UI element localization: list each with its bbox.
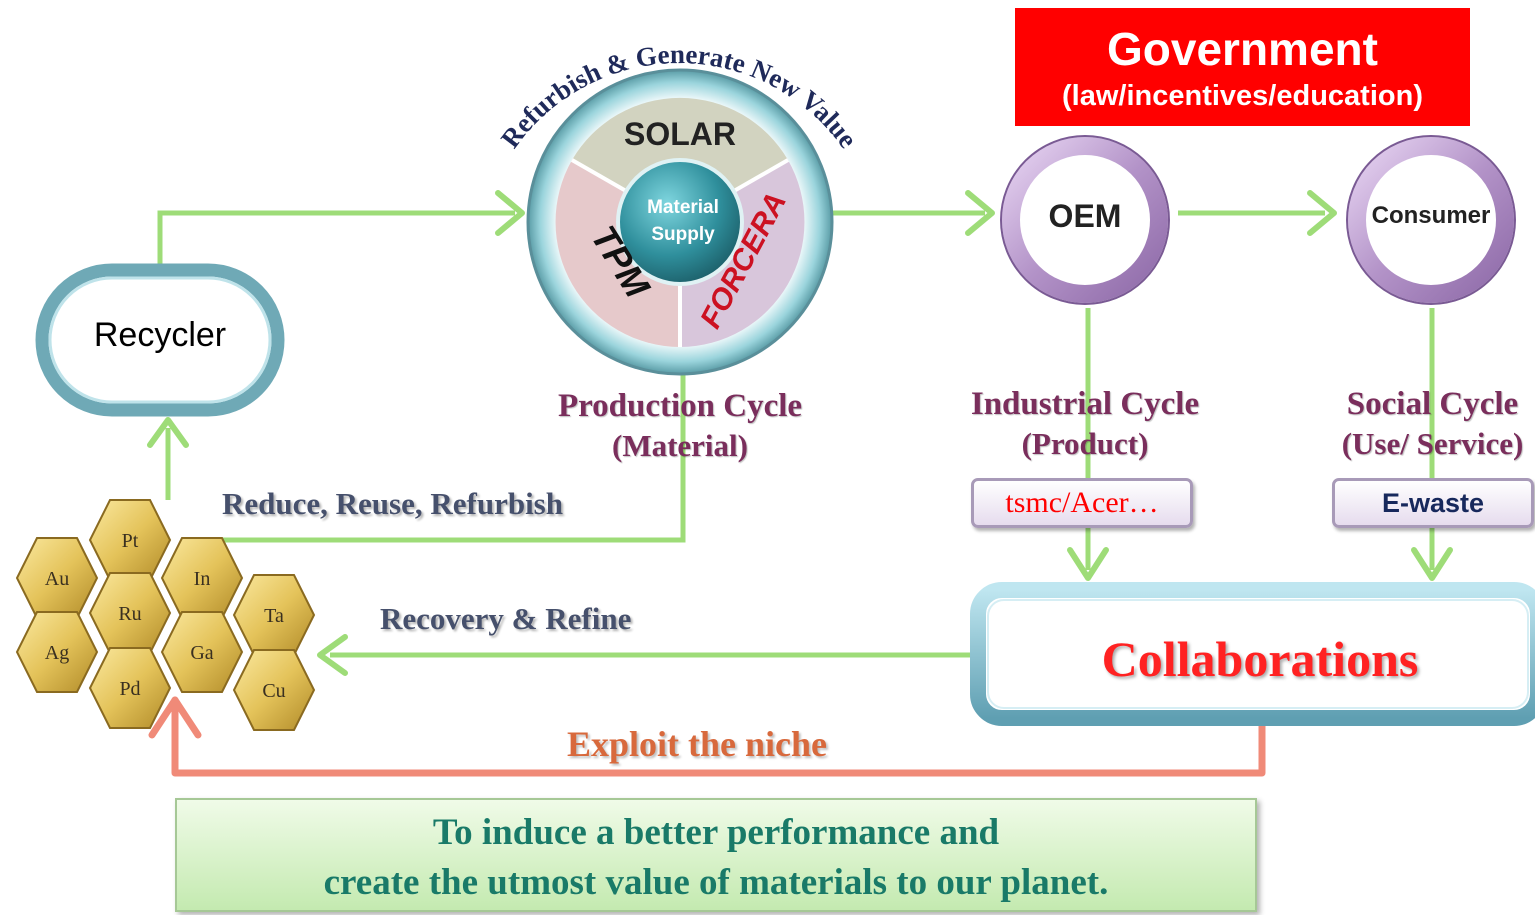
arrowhead-to-hex: [317, 634, 348, 676]
production-cycle-label: Production Cycle (Material): [500, 386, 860, 466]
footer-line1: To induce a better performance and: [432, 812, 1000, 853]
hex-ru: Ru: [88, 572, 172, 654]
hex-ga: Ga: [160, 611, 244, 693]
hex-cu-label: Cu: [262, 680, 285, 702]
hex-ta-label: Ta: [264, 605, 284, 627]
social-cycle-title: Social Cycle: [1346, 386, 1519, 422]
hex-pd: Pd: [88, 647, 172, 729]
arrowhead-to-recycler: [147, 417, 189, 448]
exploit-arrow: [148, 696, 1266, 777]
material-supply-line1: Material: [647, 197, 719, 218]
hex-ag-label: Ag: [45, 642, 69, 664]
rrr-line: [220, 368, 686, 543]
government-title: Government: [1107, 23, 1378, 75]
oem-ring: [1000, 135, 1170, 305]
consumer-label: Consumer: [1371, 202, 1491, 229]
material-supply-wheel: Material Supply SOLAR FORCERA TPM: [526, 68, 834, 376]
arrowhead-to-consumer: [1307, 190, 1337, 236]
collaborations-label: Collaborations: [1101, 631, 1419, 687]
arrowhead-oem-down: [1067, 547, 1109, 581]
industrial-cycle-title: Industrial Cycle: [970, 386, 1200, 422]
production-cycle-sub: (Material): [612, 428, 748, 463]
hex-ag: Ag: [15, 611, 99, 693]
rrr-label: Reduce, Reuse, Refurbish: [222, 486, 563, 521]
hex-au-label: Au: [45, 568, 69, 590]
consumer-ring: [1346, 135, 1516, 305]
material-supply-line2: Supply: [651, 224, 715, 245]
social-cycle-label: Social Cycle (Use/ Service): [1315, 384, 1535, 464]
solar-logo: SOLAR: [624, 116, 736, 152]
recovery-label: Recovery & Refine: [380, 601, 632, 636]
hex-ta: Ta: [232, 574, 316, 656]
hex-au: Au: [15, 537, 99, 619]
exploit-label: Exploit the niche: [567, 724, 828, 764]
social-cycle-sub: (Use/ Service): [1341, 426, 1524, 461]
arrowhead-to-production: [495, 190, 525, 236]
element-hexagons: Pt Au In Ru Ta Ag Ga Pd Cu: [15, 499, 316, 731]
collaborations-box: [970, 582, 1535, 726]
recycler-label: Recycler: [93, 316, 227, 354]
industrial-tag: tsmc/Acer…: [971, 478, 1193, 528]
oem-label: OEM: [1048, 198, 1122, 234]
footer-box: To induce a better performance and creat…: [175, 798, 1257, 912]
production-cycle-title: Production Cycle: [557, 388, 803, 424]
ewaste-tag: E-waste: [1332, 478, 1534, 528]
flow-lines: [157, 210, 1435, 658]
hex-in-label: In: [194, 568, 211, 590]
hex-pd-label: Pd: [119, 678, 140, 700]
arrowhead-consumer-down: [1411, 547, 1453, 581]
industrial-cycle-label: Industrial Cycle (Product): [925, 384, 1245, 464]
hex-cu: Cu: [232, 649, 316, 731]
hex-pt: Pt: [88, 499, 172, 581]
industrial-cycle-sub: (Product): [1021, 426, 1149, 461]
green-arrowheads: [147, 190, 1453, 676]
recycler-shape: [35, 263, 285, 417]
government-subtitle: (law/incentives/education): [1062, 80, 1423, 112]
hex-ga-label: Ga: [190, 642, 213, 664]
footer-line2: create the utmost value of materials to …: [323, 862, 1109, 903]
government-box: Government (law/incentives/education): [1015, 8, 1470, 126]
hex-pt-label: Pt: [122, 530, 139, 552]
hex-ru-label: Ru: [118, 603, 141, 625]
hex-in: In: [160, 537, 244, 619]
arrowhead-to-oem: [965, 190, 995, 236]
recycler-to-production-line: [157, 210, 515, 268]
